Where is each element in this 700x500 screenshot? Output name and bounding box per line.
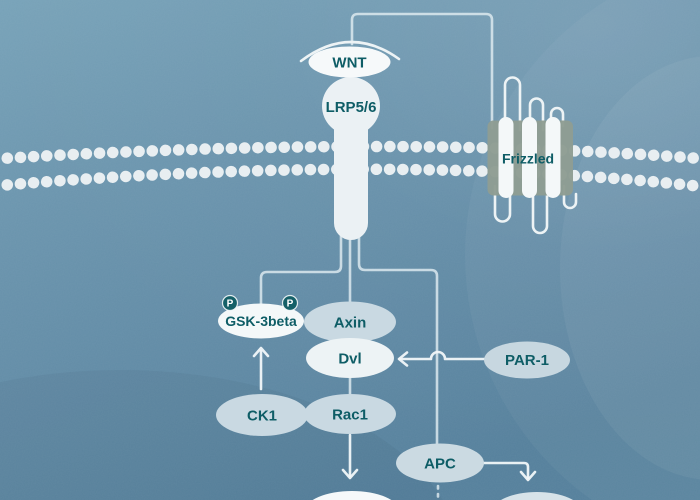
phospho-badge-left: P — [221, 294, 239, 312]
rac1-node — [304, 394, 396, 434]
rac1-label: Rac1 — [332, 407, 368, 424]
line-lrp-to-gsk3beta — [259, 226, 343, 309]
ellipse-bottom-right — [501, 492, 573, 500]
gsk-3beta-node — [218, 303, 304, 339]
cell-membrane-outer-leaflet — [0, 140, 700, 165]
phospho-badge-right-label: P — [287, 299, 294, 310]
ck1-label: CK1 — [247, 408, 277, 425]
ellipse-bottom-left — [312, 491, 392, 500]
wnt-node — [308, 46, 391, 78]
line-lrp-to-apc — [357, 226, 439, 450]
frizzled-helix-3 — [545, 117, 561, 198]
wnt-label: WNT — [332, 55, 366, 72]
lrp5-6-receptor — [299, 40, 401, 240]
gsk-3beta-label: GSK-3beta — [225, 313, 297, 329]
frizzled-loops — [493, 76, 578, 235]
axin-label: Axin — [334, 315, 367, 332]
dvl-label: Dvl — [338, 351, 361, 368]
phospho-badge-left-label: P — [227, 299, 234, 310]
line-wnt-to-frizzled — [350, 12, 494, 130]
ck1-node — [216, 394, 308, 436]
apc-label: APC — [424, 456, 456, 473]
dvl-node — [306, 338, 394, 378]
frizzled-receptor: Frizzled — [487, 76, 578, 235]
lrp-binding-arc — [299, 40, 401, 63]
arrow-ck1-to-gsk3beta — [252, 346, 270, 391]
arrow-rac1-down — [341, 433, 359, 480]
apc-node — [396, 443, 484, 483]
cell-membrane-inner-leaflet — [0, 163, 700, 193]
axin-node — [304, 301, 396, 343]
lrp5-6-label: LRP5/6 — [326, 99, 377, 116]
arrow-apc-to-bottom-right — [482, 461, 537, 482]
phospho-badge-right: P — [281, 294, 299, 312]
par-1-label: PAR-1 — [505, 352, 549, 369]
par-1-node — [484, 341, 570, 379]
frizzled-helix-2 — [522, 117, 537, 198]
arrow-par1-to-dvl — [397, 350, 486, 367]
frizzled-label: Frizzled — [502, 151, 554, 167]
frizzled-helix-1 — [498, 117, 514, 198]
